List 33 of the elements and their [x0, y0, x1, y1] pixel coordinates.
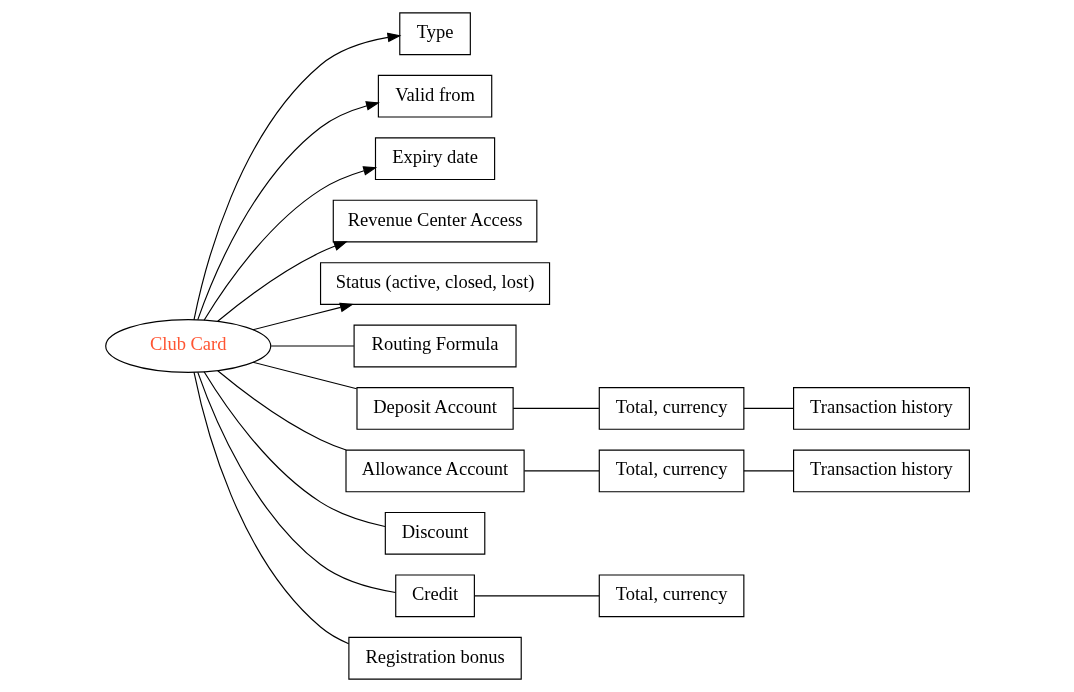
node-box: Registration bonus [347, 636, 522, 680]
node-box: Credit [394, 574, 475, 618]
connector [251, 361, 357, 390]
connector [742, 470, 794, 472]
node-box: Expiry date [374, 137, 495, 181]
node-box: Deposit Account [355, 387, 514, 430]
connector [270, 345, 354, 347]
node-box: Routing Formula [353, 324, 517, 368]
arrow [251, 302, 354, 331]
node-box: Revenue Center Access [332, 199, 537, 243]
node-box: Status (active, closed, lost) [319, 262, 550, 305]
connector [192, 371, 349, 645]
node-box: Total, currency [598, 387, 744, 430]
node-box: Discount [384, 511, 485, 555]
connector [523, 470, 600, 472]
node-box: Type [398, 12, 471, 56]
arrow [192, 32, 401, 321]
connector [216, 370, 347, 451]
node-ellipse: Club Card [104, 319, 271, 373]
connector [473, 595, 600, 597]
connector [196, 371, 396, 594]
node-box: Total, currency [598, 574, 744, 618]
node-box: Allowance Account [344, 449, 525, 493]
node-box: Transaction history [792, 387, 970, 430]
connector [203, 371, 385, 528]
connector [742, 407, 794, 410]
arrow [216, 241, 348, 322]
arrow [203, 166, 377, 321]
node-box: Valid from [377, 74, 492, 118]
node-box: Transaction history [792, 449, 970, 493]
node-box: Total, currency [598, 449, 744, 493]
arrow [196, 101, 380, 321]
connector [512, 407, 599, 410]
